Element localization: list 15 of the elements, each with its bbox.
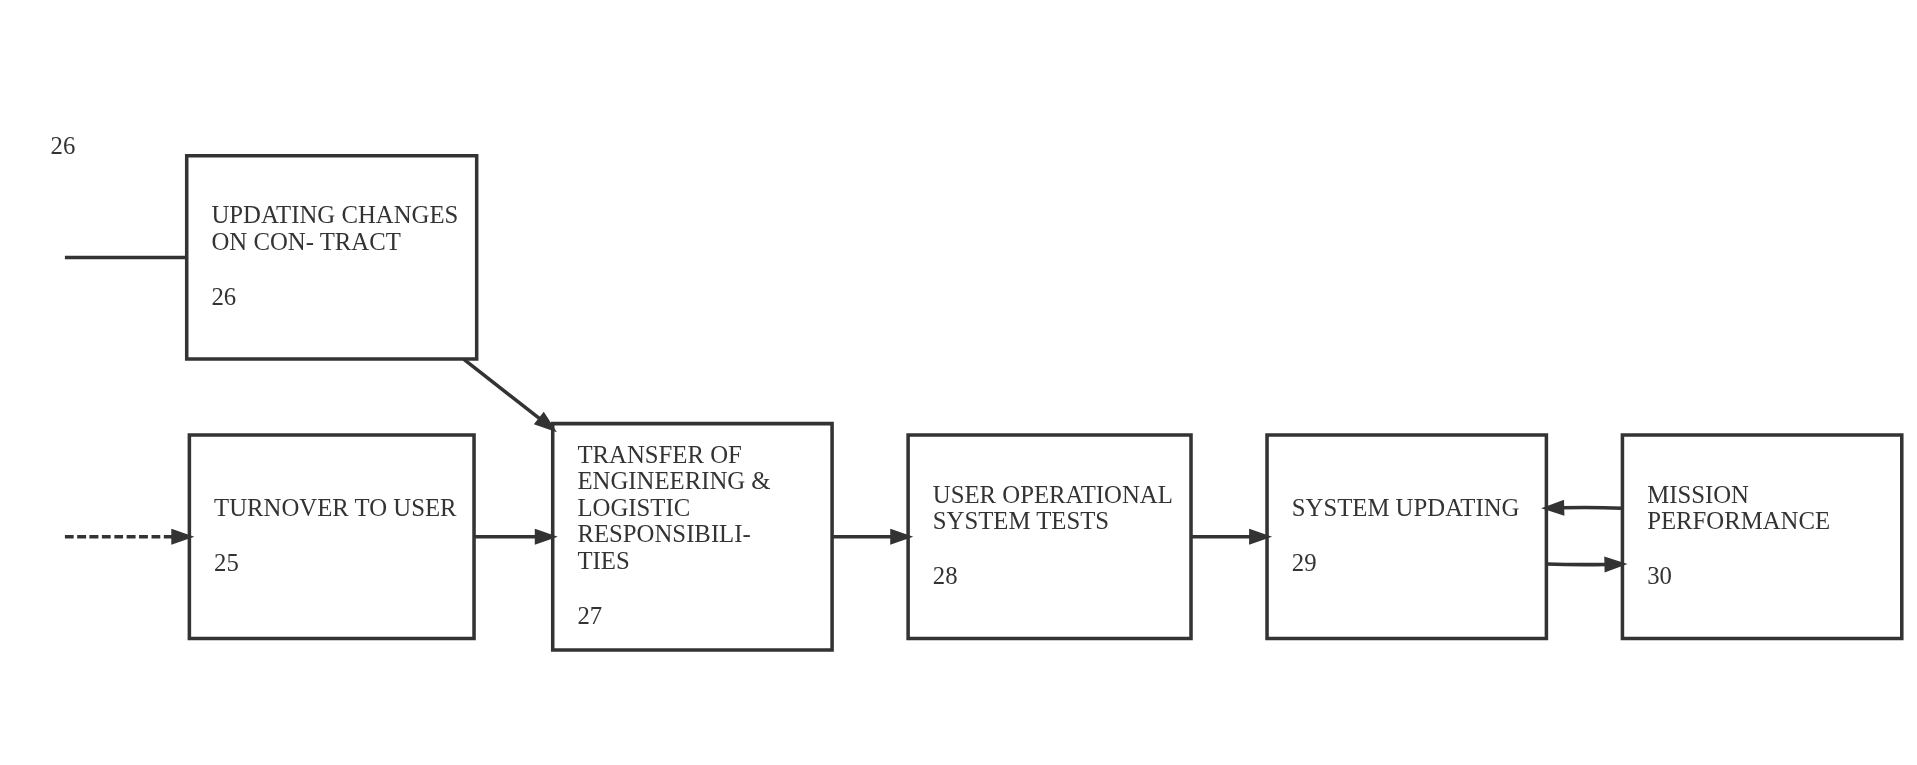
arrow — [462, 358, 557, 433]
arrow — [1546, 556, 1628, 573]
arrow — [1541, 499, 1623, 516]
arrow — [64, 528, 195, 545]
arrow — [1191, 528, 1273, 545]
node-box: USER OPERATIONAL SYSTEM TESTS 28 — [906, 433, 1193, 641]
node-box: SYSTEM UPDATING 29 — [1265, 433, 1549, 641]
node-box: UPDATING CHANGES ON CON- TRACT 26 — [184, 153, 479, 361]
node-box: TRANSFER OF ENGINEERING & LOGISTIC RESPONSIBILI- TIES 27 — [550, 421, 834, 652]
node-box: MISSION PERFORMANCE 30 — [1620, 433, 1904, 641]
node-box: TURNOVER TO USER 25 — [187, 433, 476, 641]
arrow — [832, 528, 914, 545]
arrow — [474, 528, 558, 545]
label: 26 — [50, 132, 76, 160]
connector — [64, 255, 187, 260]
